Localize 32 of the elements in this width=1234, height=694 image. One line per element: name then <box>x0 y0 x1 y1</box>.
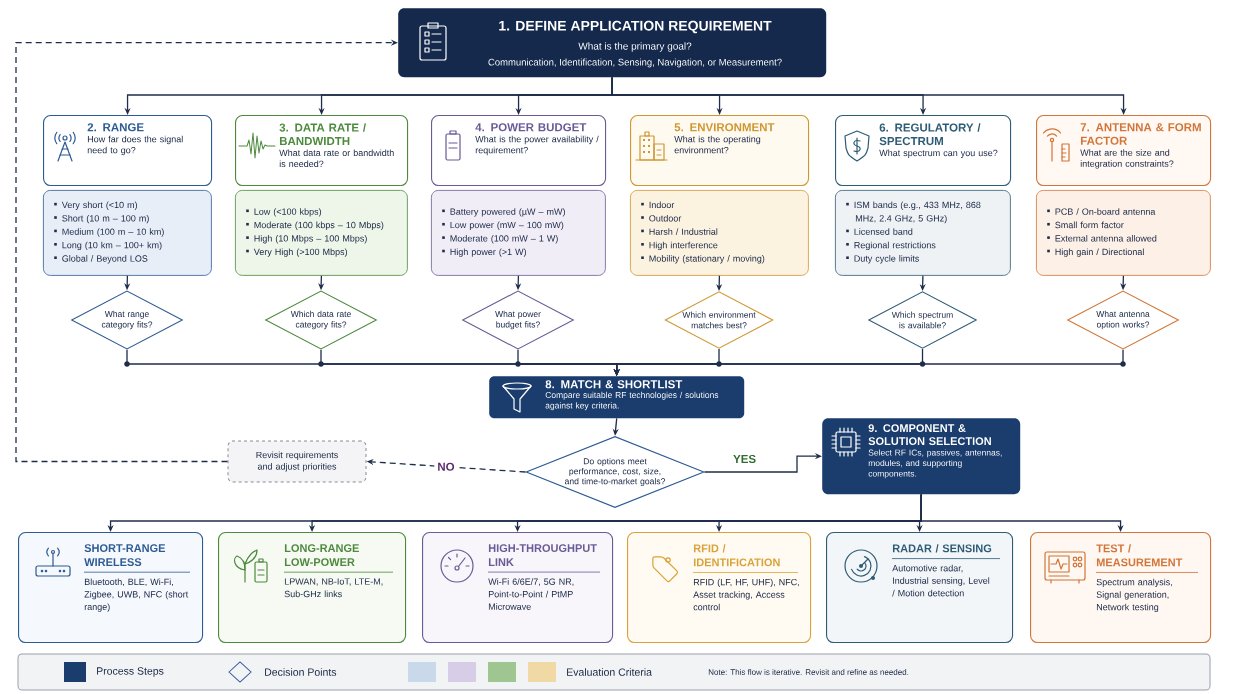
criterion-box: 2. RANGE How far does the signal need to go? <box>43 115 213 187</box>
header-box: 1. DEFINE APPLICATION REQUIREMENT What is the primary goal? Communication, Identification, Sensing, Navigation, or Measurement? <box>398 8 827 78</box>
note-text: Note: This flow is iterative. Revisit and refine as needed. <box>708 669 909 675</box>
edge-label: YES <box>730 451 760 467</box>
arrow <box>703 453 822 473</box>
criterion-box: 3. DATA RATE / BANDWIDTH What data rate or bandwidth is needed? <box>235 115 409 187</box>
solution-box: RFID / IDENTIFICATION RFID (LF, HF, UHF), NFC, Asset tracking, Access control <box>627 532 812 644</box>
legend-label: Process Steps <box>97 667 164 677</box>
process-box: 8. MATCH & SHORTLIST Compare suitable RF technologies / solutions against key criteria. <box>489 376 745 419</box>
legend-label: Evaluation Criteria <box>567 668 652 676</box>
criteria-list: Battery powered (µW – mW) Low power (mW – 100 mW) Moderate (100 mW – 1 W) High power (>1 W) <box>431 190 606 276</box>
process-box: 9. COMPONENT & SOLUTION SELECTION Select RF ICs, passives, antennas, modules, and supporting components. <box>822 418 1021 495</box>
arrow <box>15 39 398 463</box>
revisit-box: Revisit requirements and adjust priorities <box>227 440 367 483</box>
solution-box: TEST / MEASUREMENT Spectrum analysis, Signal generation, Network testing <box>1030 532 1212 644</box>
arrow <box>920 493 1124 532</box>
solution-box: LONG-RANGE LOW-POWER LPWAN, NB-IoT, LTE-M, Sub-GHz links <box>218 532 407 644</box>
criteria-list: ISM bands (e.g., 433 MHz, 868 MHz, 2.4 GHz, 5 GHz) Licensed band Regional restrictions Duty cycle limits <box>835 190 1011 276</box>
criteria-list: Indoor Outdoor Harsh / Industrial High interference Mobility (stationary / moving) <box>630 190 809 276</box>
criteria-list: Low (<100 kbps) Moderate (100 kbps – 10 Mbps) High (10 Mbps – 100 Mbps) Very High (>100 Mbps) <box>235 190 408 276</box>
criterion-box: 4. POWER BUDGET What is the power availability / requirement? <box>431 115 607 187</box>
solution-box: SHORT-RANGE WIRELESS Bluetooth, BLE, Wi-Fi, Zigbee, UWB, NFC (short range) <box>18 532 204 644</box>
solution-box: RADAR / SENSING Automotive radar, Industrial sensing, Level / Motion detection <box>826 532 1014 644</box>
arrow <box>611 76 1127 115</box>
legend-label: Decision Points <box>265 668 337 676</box>
criterion-box: 7. ANTENNA & FORM FACTOR What are the size and integration constraints? <box>1036 115 1212 187</box>
criterion-box: 5. ENVIRONMENT What is the operating environment? <box>630 115 810 187</box>
criterion-box: 6. REGULATORY / SPECTRUM What spectrum can you use? <box>835 115 1012 187</box>
solution-box: HIGH-THROUGHPUT LINK Wi-Fi 6/6E/7, 5G NR, Point-to-Point / PtMP Microwave <box>422 532 614 644</box>
edge-label: NO <box>434 459 458 474</box>
criteria-list: Very short (<10 m) Short (10 m – 100 m) Medium (100 m – 10 km) Long (10 km – 100+ km) Global / Beyond LOS <box>43 190 212 276</box>
criteria-list: PCB / On-board antenna Small form factor External antenna allowed High gain / Directional <box>1036 190 1211 276</box>
